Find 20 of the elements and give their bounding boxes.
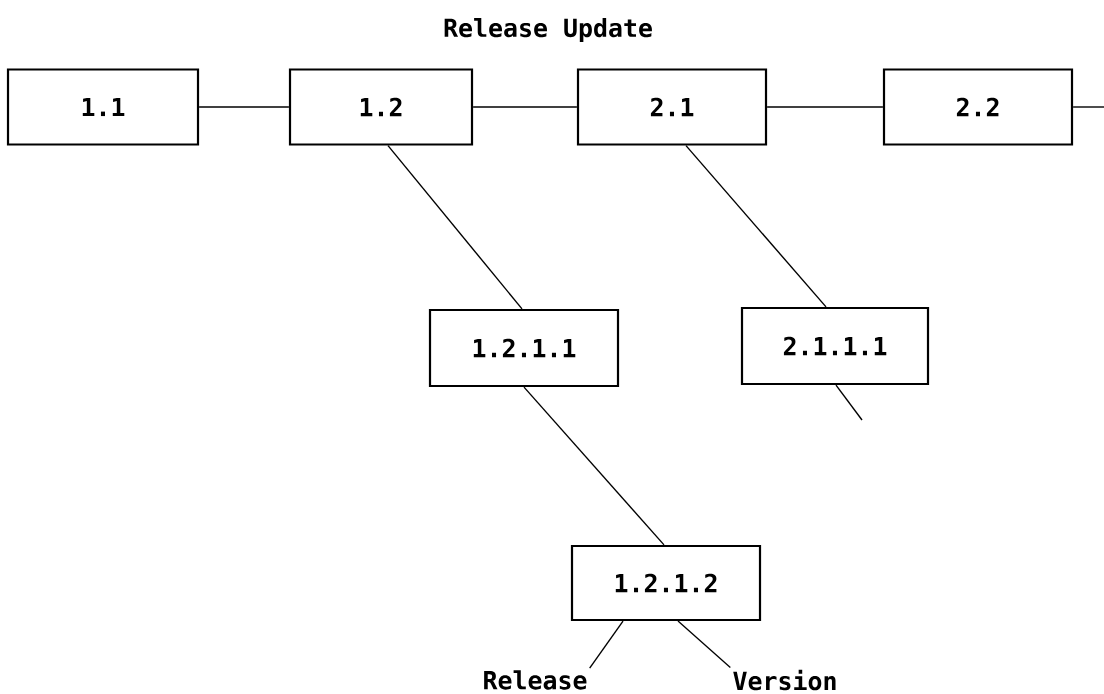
connector-line bbox=[835, 384, 863, 421]
version-box: 1.2 bbox=[288, 68, 474, 146]
text-label: Version bbox=[733, 669, 836, 691]
connector-line bbox=[472, 106, 578, 108]
title: Release Update bbox=[444, 17, 652, 43]
connector-line bbox=[198, 106, 290, 108]
connector-line bbox=[677, 620, 732, 669]
version-box: 1.2.1.2 bbox=[570, 544, 762, 622]
version-box: 2.1 bbox=[576, 68, 768, 146]
version-box: 1.1 bbox=[6, 68, 200, 146]
connector-line bbox=[766, 106, 884, 108]
version-box: 2.2 bbox=[882, 68, 1074, 146]
connector-line bbox=[685, 144, 827, 308]
connector-line bbox=[1072, 106, 1104, 108]
version-box: 1.2.1.1 bbox=[428, 308, 620, 388]
version-box: 2.1.1.1 bbox=[740, 306, 930, 386]
connector-line bbox=[523, 386, 665, 546]
text-label: Release bbox=[484, 670, 587, 690]
connector-line bbox=[589, 620, 624, 669]
connector-line bbox=[387, 144, 523, 310]
